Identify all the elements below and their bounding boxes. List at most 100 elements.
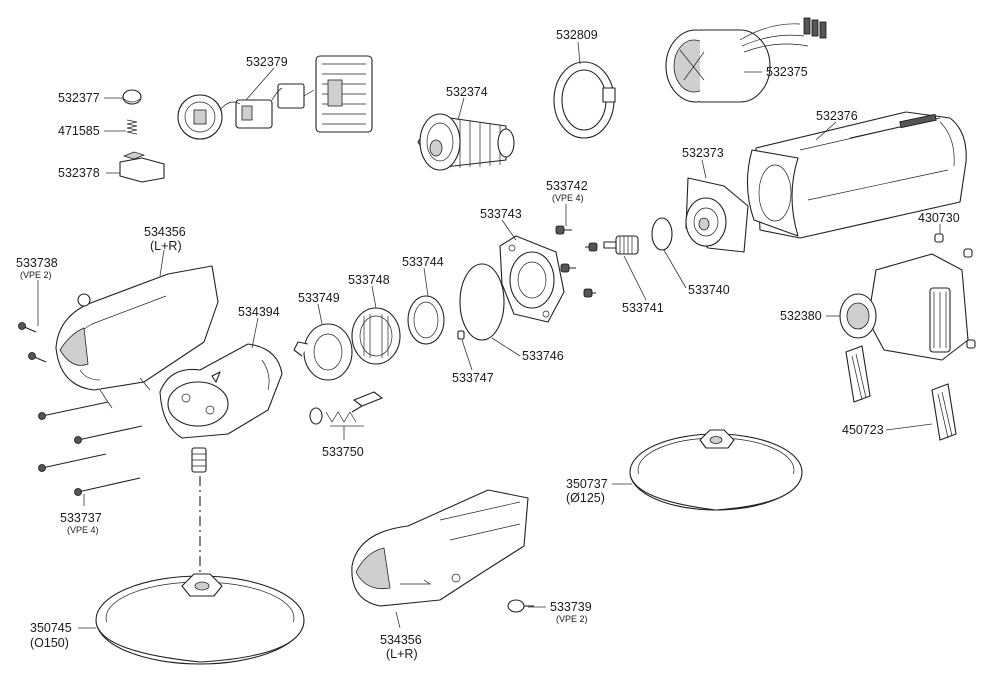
part-number: 532378 <box>58 166 100 180</box>
part-number: 533747 <box>452 371 494 385</box>
part-note: (VPE 4) <box>67 525 99 535</box>
motor-housing-drawing-532376 <box>746 111 967 239</box>
part-label-532380: 532380 <box>780 309 822 323</box>
part-label-533740: 533740 <box>688 283 730 297</box>
part-number: 534394 <box>238 305 280 319</box>
pins-drawing-430730 <box>934 233 976 349</box>
part-label-350745: 350745 (O150) <box>30 621 72 650</box>
part-number: 533742 <box>546 179 588 193</box>
gear-drawing-533749 <box>293 323 353 381</box>
part-note: (VPE 4) <box>552 193 584 203</box>
electronics-drawing-532379 <box>177 55 373 140</box>
part-label-532374: 532374 <box>446 85 488 99</box>
part-label-533747: 533747 <box>452 371 494 385</box>
part-number: 532376 <box>816 109 858 123</box>
long-screws-drawing-533737 <box>38 401 143 496</box>
stator-drawing-532375 <box>665 17 827 103</box>
part-label-534356-bottom: 534356 (L+R) <box>380 633 422 661</box>
part-number: 533748 <box>348 273 390 287</box>
part-number: 533740 <box>688 283 730 297</box>
part-number: 533737 <box>60 511 102 525</box>
part-number: 532373 <box>682 146 724 160</box>
spring-drawing-471585 <box>126 119 138 135</box>
part-label-532376: 532376 <box>816 109 858 123</box>
backing-pad-drawing-350737 <box>629 429 803 511</box>
part-label-533743: 533743 <box>480 207 522 221</box>
part-number: 533744 <box>402 255 444 269</box>
o-ring-drawing-533740 <box>651 217 673 251</box>
half-shell-top-drawing-534356 <box>55 265 219 409</box>
part-number: 532379 <box>246 55 288 69</box>
backing-pad-drawing-350745 <box>95 573 305 665</box>
pin-drawing-533747 <box>457 330 465 340</box>
part-number: 532380 <box>780 309 822 323</box>
part-number: 430730 <box>918 211 960 225</box>
part-number: 533746 <box>522 349 564 363</box>
part-label-533749: 533749 <box>298 291 340 305</box>
ring-drawing-532809 <box>553 61 616 139</box>
part-label-534394: 534394 <box>238 305 280 319</box>
part-number: 533739 <box>550 600 592 614</box>
part-label-533748: 533748 <box>348 273 390 287</box>
part-label-533746: 533746 <box>522 349 564 363</box>
part-note: (VPE 2) <box>556 614 588 624</box>
part-number: 533738 <box>16 256 58 270</box>
part-label-533742: 533742 (VPE 4) <box>546 179 588 203</box>
part-label-533750: 533750 <box>322 445 364 459</box>
part-number: 533741 <box>622 301 664 315</box>
bearing-drawing-533748 <box>351 307 401 365</box>
part-label-471585: 471585 <box>58 124 100 138</box>
part-note: (L+R) <box>386 647 418 661</box>
o-ring-drawing-533746 <box>459 263 505 341</box>
part-label-532375: 532375 <box>766 65 808 79</box>
part-number: 534356 <box>380 633 422 647</box>
screw-drawing-533739 <box>507 599 534 613</box>
spring-bolt-drawing-533750 <box>309 391 383 425</box>
part-number: 471585 <box>58 124 100 138</box>
part-number: 350737 <box>566 477 608 491</box>
part-number: 532377 <box>58 91 100 105</box>
part-label-532379: 532379 <box>246 55 288 69</box>
part-label-533738: 533738 (VPE 2) <box>16 256 58 280</box>
part-label-532809: 532809 <box>556 28 598 42</box>
part-number: 533749 <box>298 291 340 305</box>
filters-drawing-450723 <box>845 345 957 441</box>
part-number: 533750 <box>322 445 364 459</box>
part-number: 532375 <box>766 65 808 79</box>
part-label-533744: 533744 <box>402 255 444 269</box>
part-note: (O150) <box>30 636 69 650</box>
part-number: 532374 <box>446 85 488 99</box>
part-number: 532809 <box>556 28 598 42</box>
part-label-534356-top: 534356 (L+R) <box>144 225 186 253</box>
gear-head-drawing-534394 <box>159 343 283 473</box>
half-shell-bottom-drawing-534356 <box>351 489 529 607</box>
part-number: 534356 <box>144 225 186 239</box>
part-note: (L+R) <box>150 239 182 253</box>
switch-button-drawing-532378 <box>119 151 165 183</box>
armature-drawing-532374 <box>417 113 515 171</box>
part-label-532377: 532377 <box>58 91 100 105</box>
ring-drawing-533744 <box>407 295 445 345</box>
part-label-533741: 533741 <box>622 301 664 315</box>
leader-lines <box>37 41 941 629</box>
part-number: 533743 <box>480 207 522 221</box>
part-note: (VPE 2) <box>20 270 52 280</box>
part-label-350737: 350737 (Ø125) <box>566 477 608 505</box>
part-label-533737: 533737 (VPE 4) <box>60 511 102 535</box>
part-label-532378: 532378 <box>58 166 100 180</box>
rear-housing-drawing-532380 <box>839 253 969 361</box>
part-number: 350745 <box>30 621 72 635</box>
cap-drawing-532377 <box>122 89 142 105</box>
part-number: 450723 <box>842 423 884 437</box>
pinion-drawing-533741 <box>603 235 639 255</box>
part-label-532373: 532373 <box>682 146 724 160</box>
screws-drawing-533742 <box>555 225 598 298</box>
screws-drawing-533738 <box>18 322 47 363</box>
part-label-450723: 450723 <box>842 423 884 437</box>
gear-flange-drawing-533743 <box>499 235 565 323</box>
part-label-430730: 430730 <box>918 211 960 225</box>
part-note: (Ø125) <box>566 491 605 505</box>
part-label-533739: 533739 (VPE 2) <box>550 600 592 624</box>
bearing-flange-drawing-532373 <box>685 177 749 253</box>
